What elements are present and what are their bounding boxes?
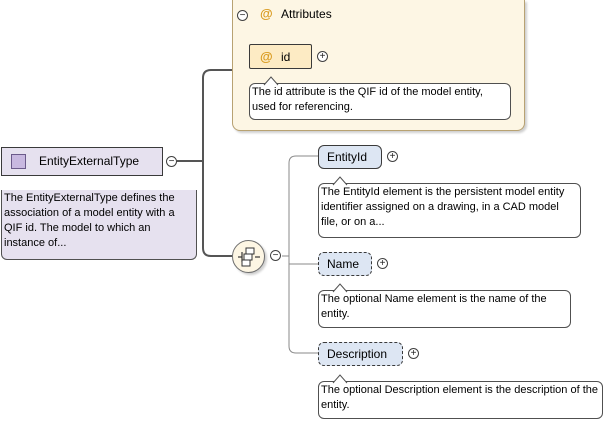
element-name[interactable]: Name (318, 252, 372, 276)
element-entityid-expand-toggle[interactable]: + (387, 151, 398, 162)
attribute-id-expand-toggle[interactable]: + (317, 51, 328, 62)
sequence-icon (238, 247, 260, 267)
element-description-expand-toggle[interactable]: + (408, 348, 419, 359)
element-name-expand-toggle[interactable]: + (377, 258, 388, 269)
attributes-at-icon: @ (260, 6, 273, 21)
complex-type-icon (11, 154, 26, 169)
element-description-doc-text: The optional Description element is the … (321, 384, 598, 411)
root-node[interactable]: EntityExternalType (1, 147, 163, 176)
attribute-at-icon: @ (260, 49, 273, 64)
doc-pointer (263, 76, 279, 86)
root-doc-text: The EntityExternalType defines the assoc… (4, 192, 175, 249)
doc-pointer (332, 176, 348, 186)
sequence-compositor[interactable] (232, 240, 265, 273)
attribute-id-documentation: The id attribute is the QIF id of the mo… (249, 76, 511, 120)
connector-attributes (177, 69, 232, 162)
element-description-label: Description (327, 347, 388, 361)
element-name-label: Name (327, 257, 360, 271)
root-collapse-toggle[interactable]: − (166, 156, 177, 167)
element-entityid-label: EntityId (327, 150, 368, 164)
element-entityid[interactable]: EntityId (318, 145, 382, 169)
attributes-title: Attributes (281, 7, 332, 21)
element-name-doc-text: The optional Name element is the name of… (321, 293, 547, 320)
attribute-id-label: id (281, 50, 291, 64)
element-description[interactable]: Description (318, 342, 403, 366)
element-entityid-documentation: The EntityId element is the persistent m… (318, 176, 581, 238)
element-name-documentation: The optional Name element is the name of… (318, 283, 571, 328)
attribute-id-box[interactable]: @ id (249, 44, 312, 69)
connector-sequence (177, 160, 232, 257)
doc-pointer (332, 283, 348, 293)
sequence-collapse-toggle[interactable]: − (270, 250, 281, 261)
attributes-group: − @ Attributes @ id + The id attribute i… (232, 0, 525, 131)
attributes-collapse-toggle[interactable]: − (237, 10, 248, 21)
attribute-id-doc-text: The id attribute is the QIF id of the mo… (252, 86, 483, 113)
element-entityid-doc-text: The EntityId element is the persistent m… (321, 186, 565, 228)
element-description-documentation: The optional Description element is the … (318, 374, 603, 419)
root-documentation: The EntityExternalType defines the assoc… (1, 190, 197, 260)
doc-pointer (332, 374, 348, 384)
root-node-label: EntityExternalType (39, 154, 140, 168)
connector-seq-branch (288, 155, 318, 354)
